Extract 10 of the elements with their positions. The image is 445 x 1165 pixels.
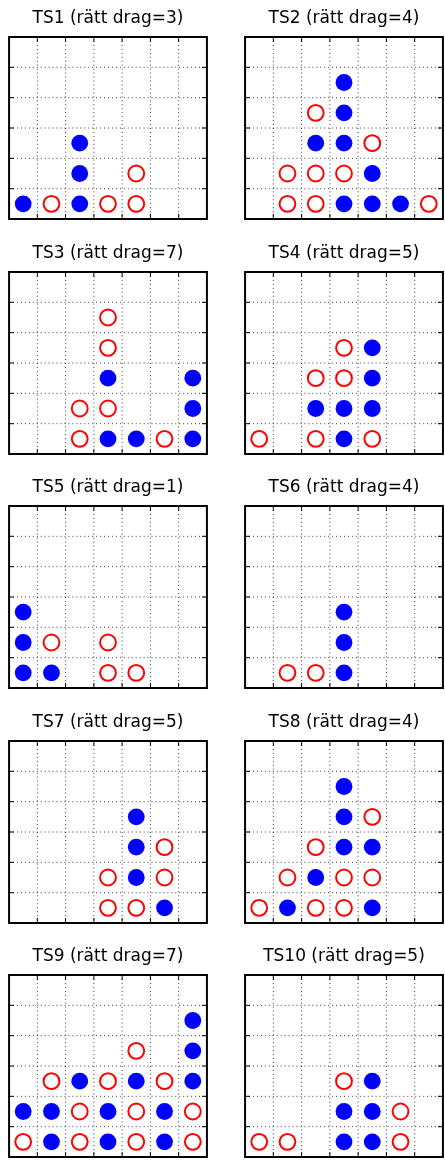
board-title: TS1 (rätt drag=3) [32, 6, 184, 28]
board-title: TS3 (rätt drag=7) [32, 240, 184, 263]
board-title: TS5 (rätt drag=1) [32, 475, 184, 497]
board-title: TS9 (rätt drag=7) [32, 944, 184, 966]
board-title: TS6 (rätt drag=4) [268, 475, 420, 497]
board-title: TS10 (rätt drag=5) [263, 944, 425, 966]
board-title: TS2 (rätt drag=4) [268, 6, 420, 28]
board-title: TS7 (rätt drag=5) [32, 709, 184, 732]
board-title: TS4 (rätt drag=5) [268, 240, 420, 263]
board-title: TS8 (rätt drag=4) [268, 709, 420, 732]
